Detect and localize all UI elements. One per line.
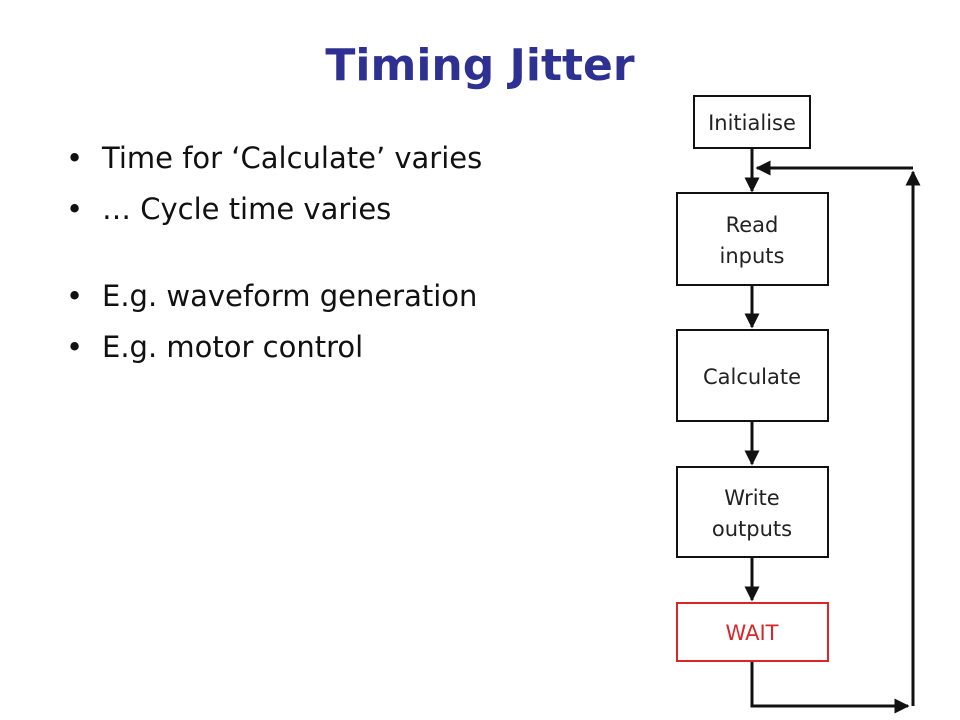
- read-inputs-label-line1: Read: [726, 213, 779, 237]
- wait-label: WAIT: [725, 621, 778, 645]
- initialise-label: Initialise: [708, 111, 796, 135]
- bullet-dot: •: [66, 192, 84, 226]
- bullet-item: • E.g. waveform generation: [60, 276, 500, 317]
- wait-box: WAIT: [676, 602, 829, 662]
- bullet-text: E.g. waveform generation: [102, 279, 478, 313]
- bullet-dot: •: [66, 279, 84, 313]
- bullet-list: • Time for ‘Calculate’ varies • … Cycle …: [60, 138, 500, 368]
- bullet-item: • E.g. motor control: [60, 327, 500, 368]
- bullet-dot: •: [66, 141, 84, 175]
- bullet-text: E.g. motor control: [102, 330, 364, 364]
- slide-title: Timing Jitter: [325, 40, 635, 91]
- bullet-text: … Cycle time varies: [102, 192, 392, 226]
- write-outputs-box: Write outputs: [676, 466, 829, 558]
- calculate-label: Calculate: [703, 365, 801, 389]
- bullet-item: • Time for ‘Calculate’ varies: [60, 138, 500, 179]
- calculate-box: Calculate: [676, 329, 829, 422]
- loop-down-line: [750, 662, 910, 714]
- write-outputs-label-line2: outputs: [712, 517, 792, 541]
- write-outputs-label-line1: Write: [724, 486, 779, 510]
- read-inputs-label-line2: inputs: [720, 244, 785, 268]
- initialise-box: Initialise: [693, 95, 811, 149]
- bullet-text: Time for ‘Calculate’ varies: [102, 141, 483, 175]
- read-inputs-box: Read inputs: [676, 192, 829, 286]
- bullet-item: • … Cycle time varies: [60, 189, 500, 230]
- bullet-dot: •: [66, 330, 84, 364]
